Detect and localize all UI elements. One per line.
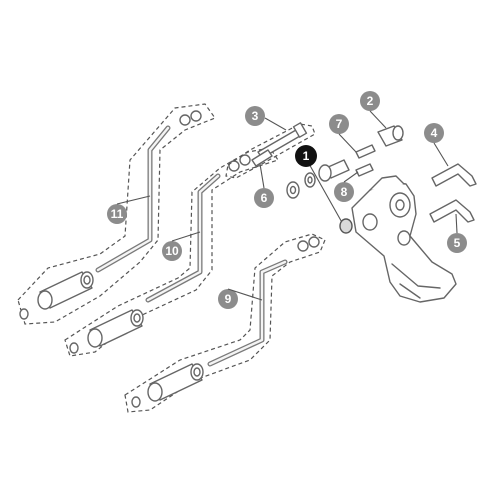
pin-8 xyxy=(355,163,374,177)
group-3-outline xyxy=(225,123,316,179)
nut-10b xyxy=(239,154,251,166)
pin-7 xyxy=(355,144,376,159)
svg-text:8: 8 xyxy=(341,185,348,199)
leader-lines xyxy=(116,110,458,301)
coupler-sleeve-9 xyxy=(147,363,204,402)
handle-5 xyxy=(429,199,475,223)
callout-6: 6 xyxy=(254,188,274,208)
washer-10 xyxy=(69,342,79,354)
svg-text:2: 2 xyxy=(367,94,374,108)
washer-9 xyxy=(131,396,141,408)
callout-5: 5 xyxy=(447,233,467,253)
handle-4 xyxy=(431,163,477,187)
callout-7: 7 xyxy=(329,114,349,134)
svg-text:9: 9 xyxy=(225,292,232,306)
svg-text:11: 11 xyxy=(111,207,124,221)
part-group-1 xyxy=(286,159,353,234)
nut-11a xyxy=(179,114,191,126)
svg-text:10: 10 xyxy=(165,244,179,258)
mounting-bracket xyxy=(351,175,457,303)
nut-1 xyxy=(339,218,353,234)
nut-10a xyxy=(228,160,240,172)
callout-10: 10 xyxy=(162,241,182,261)
callout-3: 3 xyxy=(245,106,265,126)
nut-9a xyxy=(297,240,309,252)
svg-text:5: 5 xyxy=(454,236,461,250)
svg-text:1: 1 xyxy=(303,149,310,163)
part-group-11 xyxy=(17,103,216,325)
svg-text:3: 3 xyxy=(252,109,259,123)
svg-text:6: 6 xyxy=(261,191,268,205)
nut-11b xyxy=(190,110,202,122)
nut-9b xyxy=(308,236,320,248)
rod-9 xyxy=(207,259,288,367)
callout-8: 8 xyxy=(334,182,354,202)
pin-6 xyxy=(251,149,273,167)
washer-11 xyxy=(19,308,29,320)
callout-11: 11 xyxy=(107,204,127,224)
callout-1: 1 xyxy=(295,145,317,167)
group-11-outline xyxy=(17,103,216,325)
bushing-2 xyxy=(377,125,404,147)
coupler-sleeve-11 xyxy=(37,271,94,310)
callouts: 1 2 3 4 5 6 7 8 xyxy=(107,91,467,309)
callout-4: 4 xyxy=(424,123,444,143)
part-group-9 xyxy=(124,233,326,413)
svg-text:7: 7 xyxy=(336,117,343,131)
callout-2: 2 xyxy=(360,91,380,111)
coupler-sleeve-10 xyxy=(87,309,144,348)
svg-text:4: 4 xyxy=(431,126,438,140)
callout-9: 9 xyxy=(218,289,238,309)
